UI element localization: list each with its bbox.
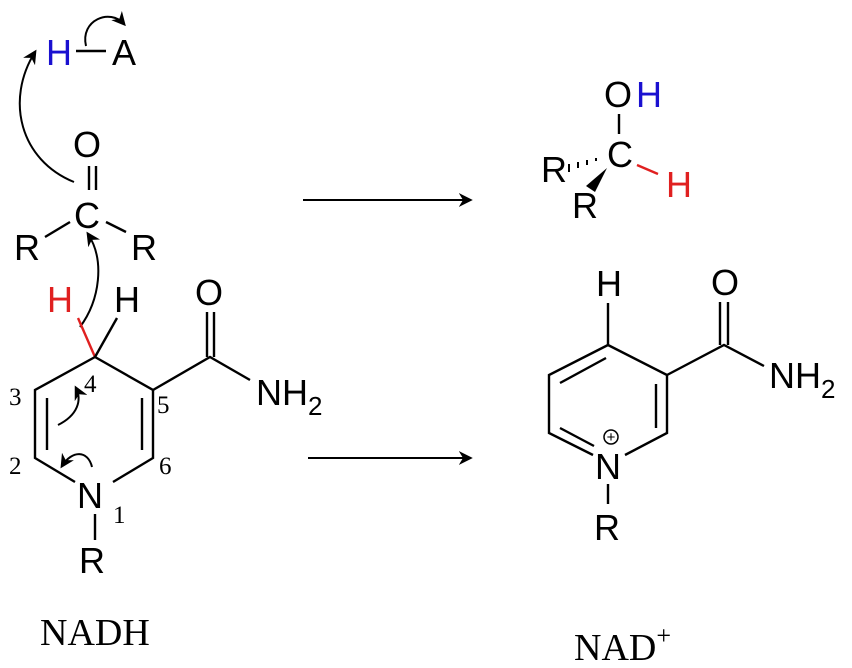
- acid-proton-h: H: [46, 32, 72, 73]
- nadh-structure: H H N R O NH2 3 4 5 2 6 1 NADH: [9, 272, 322, 654]
- nadh-h: H: [114, 279, 140, 320]
- nad-amide-nh2: NH2: [769, 355, 835, 404]
- curved-arrow-n-to-c2-icon: [60, 452, 93, 469]
- curved-arrow-ring-c3-c4-icon: [57, 385, 88, 426]
- alcohol-r1: R: [541, 149, 567, 190]
- alcohol-hydride-h: H: [666, 164, 692, 205]
- position-2: 2: [9, 453, 22, 480]
- curved-arrow-hydride-to-c-icon: [79, 231, 100, 328]
- alcohol-o: O: [604, 74, 632, 115]
- nadh-n: N: [77, 475, 103, 516]
- nadh-label: NADH: [40, 612, 150, 654]
- nad-amide-o: O: [711, 262, 739, 303]
- positive-charge-circle-icon: [603, 429, 619, 445]
- ketone-c: C: [74, 195, 100, 236]
- positive-charge: +: [607, 429, 616, 446]
- curved-arrow-bond-to-a-icon: [84, 10, 126, 47]
- nad-r: R: [594, 507, 620, 548]
- c4-h-hydride-bond: [76, 317, 97, 358]
- nadh-r: R: [79, 540, 105, 581]
- position-3: 3: [9, 384, 22, 411]
- nadh-amide-nh2: NH2: [256, 372, 322, 421]
- nad-structure: H N + R O NH2 NAD+: [547, 262, 835, 668]
- nad-label: NAD+: [574, 621, 671, 668]
- nad-n: N: [595, 446, 621, 487]
- c-r1-bond: [44, 220, 71, 239]
- alcohol-product: O H C R R H: [541, 74, 692, 226]
- curved-arrow-o-to-h-icon: [18, 49, 75, 183]
- c2-n-double-bond: [559, 426, 595, 448]
- amide-bonds: [152, 355, 251, 392]
- c-h-hydride-bond: [636, 163, 659, 176]
- nadh-amide-o: O: [195, 272, 223, 313]
- alcohol-c: C: [607, 134, 633, 175]
- c3-c4-double-bond: [559, 356, 607, 385]
- alcohol-proton-h: H: [636, 74, 662, 115]
- ketone-r2: R: [131, 227, 157, 268]
- acid-a: A: [112, 32, 136, 73]
- ketone-o: O: [73, 124, 101, 165]
- hashed-bond: [568, 158, 597, 172]
- nad-h: H: [596, 263, 622, 304]
- c4-h-bond: [93, 317, 119, 358]
- amide-bonds: [666, 343, 765, 377]
- position-1: 1: [113, 502, 126, 529]
- c-r2-bond: [105, 220, 127, 234]
- position-6: 6: [159, 453, 172, 480]
- nad-ring: [547, 343, 669, 457]
- nadh-hydride-h: H: [47, 279, 73, 320]
- nadh-ring: [33, 355, 155, 484]
- ketone-r1: R: [14, 227, 40, 268]
- position-5: 5: [157, 392, 170, 419]
- wedge-bond: [586, 168, 607, 192]
- acid-ha: H A: [46, 10, 136, 73]
- position-4: 4: [84, 371, 97, 398]
- ketone: O C R R: [14, 124, 157, 268]
- alcohol-r2: R: [572, 185, 598, 226]
